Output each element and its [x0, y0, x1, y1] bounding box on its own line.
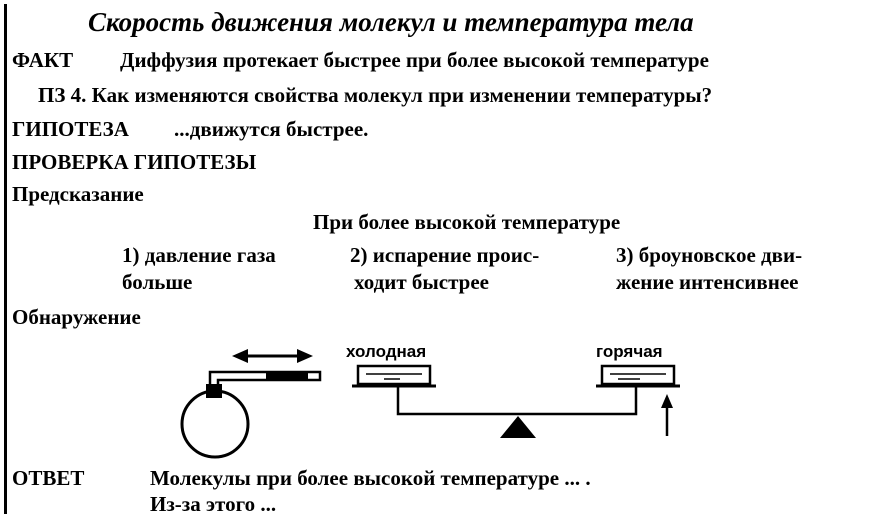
fulcrum-triangle [500, 416, 536, 438]
up-arrow-icon [661, 394, 673, 436]
check-heading: ПРОВЕРКА ГИПОТЕЗЫ [12, 150, 257, 174]
answer-label: ОТВЕТ [12, 466, 85, 490]
experiment-diagram [180, 349, 680, 459]
prediction-item-2-line2: ходит быстрее [354, 270, 489, 294]
answer-line-2: Из-за этого ... [150, 492, 277, 516]
liquid-drop [266, 373, 308, 379]
prediction-item-1-line1: 1) давление газа [122, 243, 276, 267]
prediction-item-1-line2: больше [122, 270, 193, 294]
prediction-item-2-line1: 2) испарение проис- [350, 243, 540, 267]
hot-vessel [600, 364, 676, 386]
prediction-item-3-line2: жение интенсивнее [616, 270, 799, 294]
left-border [4, 4, 873, 514]
fact-text: Диффузия протекает быстрее при более выс… [120, 48, 709, 72]
flask-stopper [206, 384, 222, 398]
fact-label: ФАКТ [12, 48, 74, 72]
hypothesis-label: ГИПОТЕЗА [12, 117, 129, 141]
balance-beam [396, 386, 638, 416]
glass-tube [208, 370, 322, 390]
hypothesis-text: ...движутся быстрее. [174, 117, 369, 141]
double-arrow-icon [232, 349, 313, 363]
prediction-intro: При более высокой температуре [313, 210, 621, 234]
balance-scale [352, 364, 680, 438]
page-title: Скорость движения молекул и температура … [88, 7, 694, 37]
prediction-item-3-line1: 3) броуновское дви- [616, 243, 803, 267]
problem-text: ПЗ 4. Как изменяются свойства молекул пр… [38, 83, 713, 107]
flask-apparatus [180, 370, 322, 459]
answer-line-1: Молекулы при более высокой температуре .… [150, 466, 591, 490]
detection-label: Обнаружение [12, 305, 141, 329]
cold-label: холодная [346, 342, 427, 361]
cold-vessel [356, 364, 432, 386]
prediction-label: Предсказание [12, 182, 144, 206]
hot-label: горячая [596, 342, 663, 361]
round-flask [180, 389, 250, 459]
